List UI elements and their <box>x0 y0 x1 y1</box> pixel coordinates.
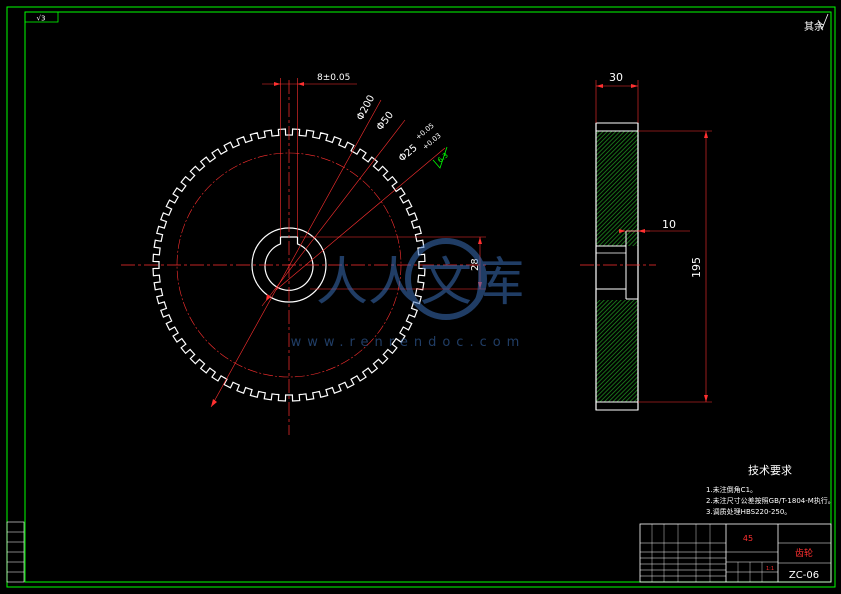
tech-req-item-2: 2.未注尺寸公差按照GB/T-1804-M执行。 <box>706 496 835 505</box>
dim-bore-text: Φ25 <box>397 143 420 165</box>
dim-keyway-width: 8±0.05 <box>262 73 357 237</box>
dim-hub-step: 10 <box>619 218 690 233</box>
side-stamp <box>6 521 25 583</box>
dim-d50-text: Φ50 <box>375 110 396 133</box>
part-name-text: 齿轮 <box>795 547 813 559</box>
drawing-no-text: ZC-06 <box>789 570 819 581</box>
gear-side-view <box>595 122 639 411</box>
watermark: 人人文库 www.renrendoc.com <box>291 238 526 350</box>
dim-overall-height-text: 195 <box>690 257 703 278</box>
dim-overall-height: 195 <box>638 130 712 403</box>
dim-face-width-text: 30 <box>609 71 623 84</box>
watermark-url: www.renrendoc.com <box>291 335 526 350</box>
material-text: 45 <box>743 534 753 543</box>
side-hatch-bottom <box>596 300 638 402</box>
title-block: 45 齿轮 ZC-06 1:1 <box>639 523 832 583</box>
roughness-note: 其余 <box>804 20 824 33</box>
tech-req-item-3: 3.调质处理HBS220-250。 <box>706 507 791 516</box>
dim-face-width: 30 <box>595 71 639 123</box>
dim-key-depth-text: 28 <box>470 258 481 271</box>
dim-keyway-text: 8±0.05 <box>317 73 350 83</box>
side-hatch-top <box>596 131 638 246</box>
inner-frame <box>24 11 832 583</box>
corner-mark: √3 <box>37 15 46 23</box>
bore-keyway <box>264 236 314 291</box>
corner-box <box>24 11 59 23</box>
technical-requirements: 技术要求 1.未注倒角C1。 2.未注尺寸公差按照GB/T-1804-M执行。 … <box>706 464 835 516</box>
dim-hub-step-text: 10 <box>662 218 676 231</box>
scale-text: 1:1 <box>766 566 774 572</box>
roughness-value: 6.3 <box>436 151 450 164</box>
gear-tooth-outline <box>152 128 426 402</box>
dim-od-text: Φ200 <box>355 93 377 122</box>
outer-frame <box>6 6 836 588</box>
watermark-logo-text: 人人文库 <box>316 253 524 313</box>
roughness-symbol <box>817 13 829 31</box>
dim-diameters: Φ200 Φ50 Φ25 +0.05 +0.03 6.3 <box>210 93 450 408</box>
dim-key-depth: 28 <box>300 236 486 290</box>
tech-req-item-1: 1.未注倒角C1。 <box>706 485 757 494</box>
tech-req-title: 技术要求 <box>748 464 792 477</box>
